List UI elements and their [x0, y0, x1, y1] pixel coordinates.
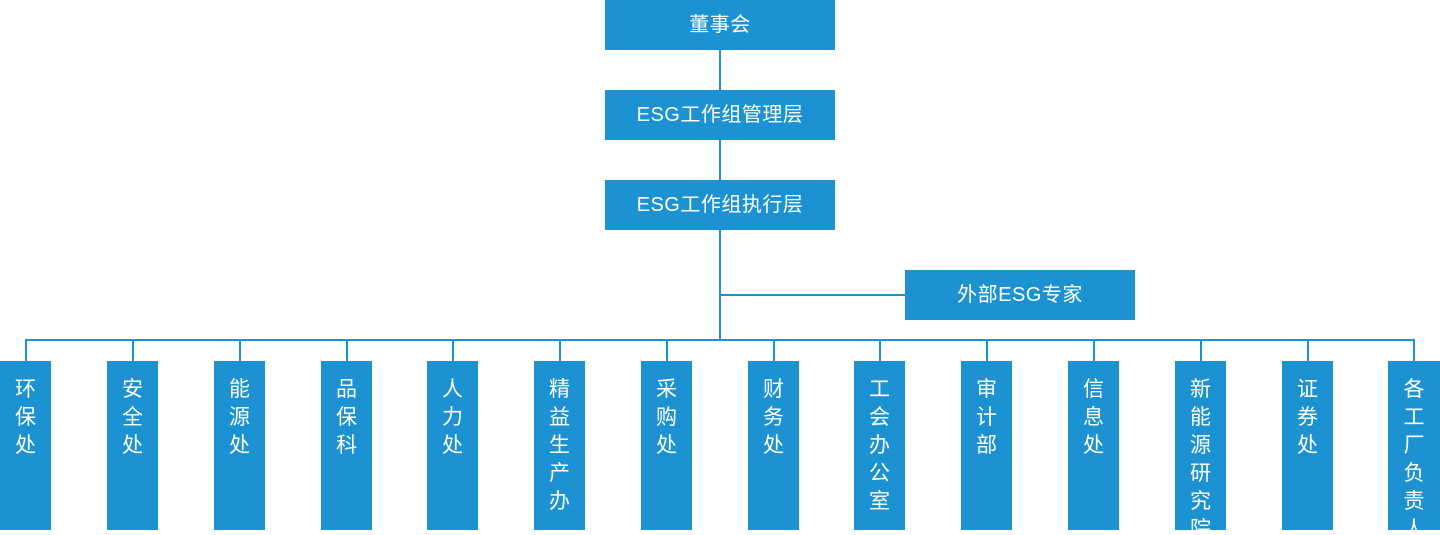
connector-execution-trunk	[719, 230, 721, 341]
node-department-10-label: 信 息 处	[1083, 378, 1104, 457]
node-department-9[interactable]: 审 计 部	[961, 361, 1012, 530]
connector-drop-0	[25, 339, 27, 361]
connector-drop-4	[452, 339, 454, 361]
connector-management-to-execution	[719, 140, 721, 180]
connector-execution-to-advisor	[719, 294, 905, 296]
node-department-10[interactable]: 信 息 处	[1068, 361, 1119, 530]
connector-drop-3	[346, 339, 348, 361]
node-department-9-label: 审 计 部	[976, 378, 997, 457]
connector-drop-1	[132, 339, 134, 361]
node-department-1[interactable]: 安 全 处	[107, 361, 158, 530]
node-department-3-label: 品 保 科	[336, 378, 357, 457]
node-department-8-label: 工 会 办 公 室	[869, 378, 890, 513]
node-department-8[interactable]: 工 会 办 公 室	[854, 361, 905, 530]
connector-board-to-management	[719, 50, 721, 90]
connector-drop-6	[666, 339, 668, 361]
connector-drop-2	[239, 339, 241, 361]
node-department-11-label: 新 能 源 研 究 院	[1190, 378, 1211, 535]
node-department-5-label: 精 益 生 产 办	[549, 378, 570, 513]
connector-drop-5	[559, 339, 561, 361]
connector-drop-12	[1307, 339, 1309, 361]
node-department-0[interactable]: 环 保 处	[0, 361, 51, 530]
node-department-13-label: 各 工 厂 负 责 人	[1403, 378, 1425, 535]
connector-drop-11	[1200, 339, 1202, 361]
node-department-12[interactable]: 证 券 处	[1282, 361, 1333, 530]
node-department-6-label: 采 购 处	[656, 378, 677, 457]
node-execution[interactable]: ESG工作组执行层	[605, 180, 835, 230]
node-department-5[interactable]: 精 益 生 产 办	[534, 361, 585, 530]
node-department-7-label: 财 务 处	[763, 378, 784, 457]
node-department-4[interactable]: 人 力 处	[427, 361, 478, 530]
connector-drop-7	[773, 339, 775, 361]
node-department-2[interactable]: 能 源 处	[214, 361, 265, 530]
connector-drop-10	[1093, 339, 1095, 361]
node-department-12-label: 证 券 处	[1297, 378, 1318, 457]
node-board[interactable]: 董事会	[605, 0, 835, 50]
connector-drop-13	[1413, 339, 1415, 361]
node-board-label: 董事会	[689, 14, 751, 36]
node-management-label: ESG工作组管理层	[636, 104, 804, 126]
node-department-1-label: 安 全 处	[122, 378, 143, 457]
node-department-3[interactable]: 品 保 科	[321, 361, 372, 530]
node-department-0-label: 环 保 处	[15, 378, 36, 457]
node-department-6[interactable]: 采 购 处	[641, 361, 692, 530]
node-department-11[interactable]: 新 能 源 研 究 院	[1175, 361, 1226, 535]
connector-drop-9	[986, 339, 988, 361]
connector-department-bus	[26, 339, 1414, 341]
node-execution-label: ESG工作组执行层	[636, 194, 804, 216]
node-external-advisor[interactable]: 外部ESG专家	[905, 270, 1135, 320]
node-external-advisor-label: 外部ESG专家	[957, 284, 1083, 306]
connector-drop-8	[879, 339, 881, 361]
node-department-2-label: 能 源 处	[229, 378, 250, 457]
node-department-7[interactable]: 财 务 处	[748, 361, 799, 530]
node-management[interactable]: ESG工作组管理层	[605, 90, 835, 140]
node-department-13[interactable]: 各 工 厂 负 责 人	[1388, 361, 1440, 535]
node-department-4-label: 人 力 处	[442, 378, 463, 457]
